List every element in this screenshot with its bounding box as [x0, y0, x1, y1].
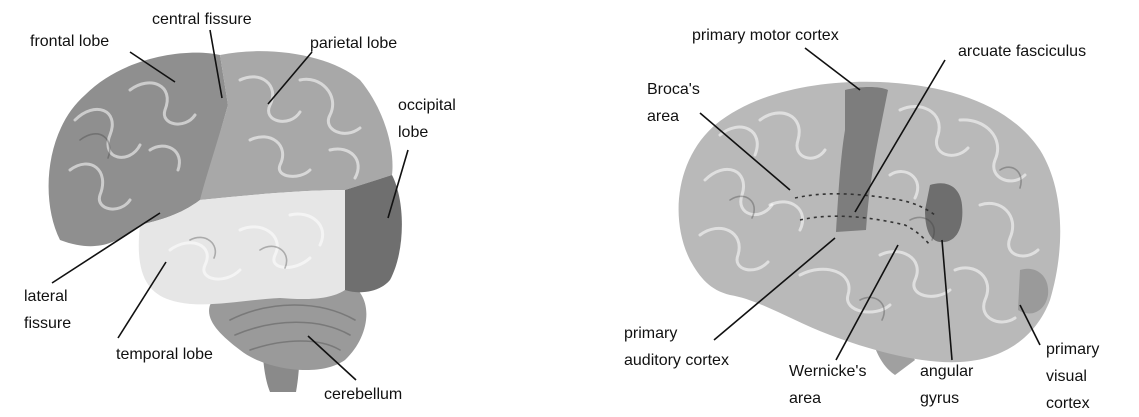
parietal-lobe-region [200, 51, 393, 200]
angular-gyrus-region [925, 183, 962, 242]
label-cerebellum: cerebellum [324, 383, 402, 407]
label-lateral-fissure: lateral fissure [24, 283, 71, 337]
occipital-lobe-region [345, 175, 402, 292]
label-angular-gyrus: angular gyrus [920, 358, 973, 412]
label-parietal-lobe: parietal lobe [310, 32, 397, 56]
label-arcuate-fasciculus: arcuate fasciculus [958, 40, 1086, 64]
label-wernickes-area: Wernicke's area [789, 358, 866, 412]
label-frontal-lobe: frontal lobe [30, 30, 109, 54]
label-central-fissure: central fissure [152, 8, 252, 32]
right-brain [679, 48, 1061, 375]
label-brocas-area: Broca's area [647, 76, 700, 130]
label-primary-auditory-cortex: primary auditory cortex [624, 320, 729, 374]
left-brain [49, 30, 408, 392]
label-temporal-lobe: temporal lobe [116, 343, 213, 367]
label-primary-motor-cortex: primary motor cortex [692, 24, 839, 48]
label-primary-visual-cortex: primary visual cortex [1046, 336, 1099, 417]
label-occipital-lobe: occipital lobe [398, 92, 456, 146]
